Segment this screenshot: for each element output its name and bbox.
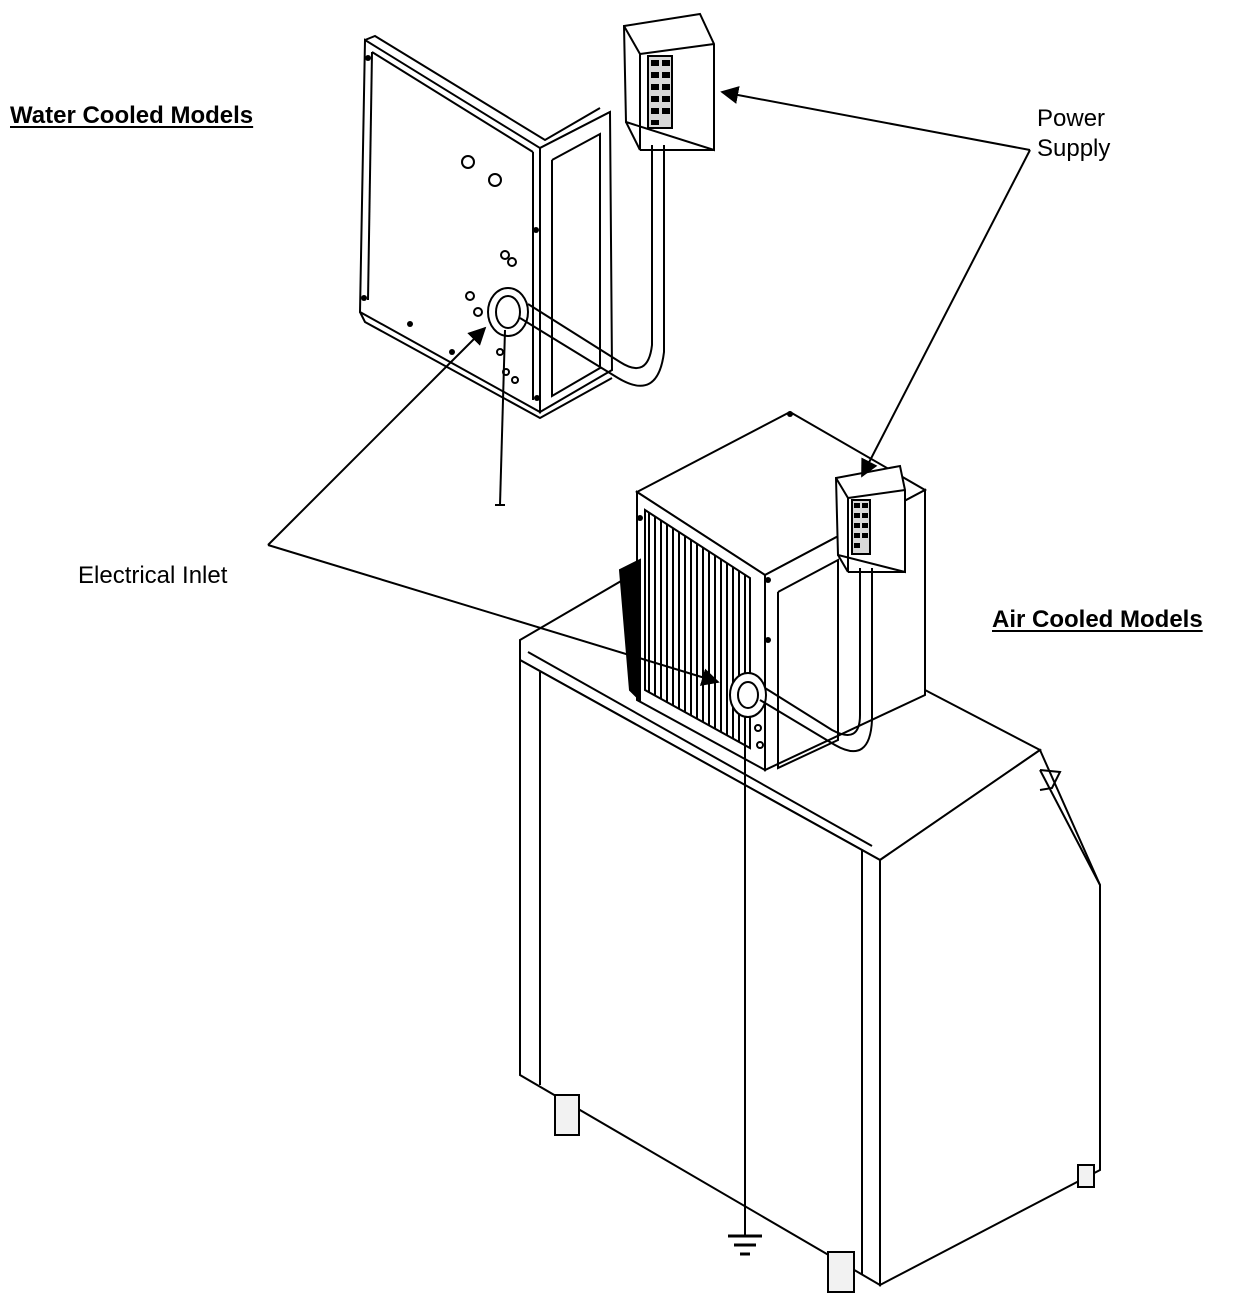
electrical-inlet-label: Electrical Inlet [78, 562, 228, 589]
power-supply-label: Power Supply [1037, 104, 1110, 164]
water-electrical-inlet [487, 287, 529, 337]
air-cooled-models-label: Air Cooled Models [992, 606, 1203, 633]
condenser-grille [644, 508, 751, 750]
water-fittings [461, 155, 519, 384]
power-supply-label-line2: Supply [1037, 135, 1111, 162]
terminal-block-icon [647, 55, 673, 129]
water-cooled-unit [358, 34, 665, 506]
power-supply-box-bottom [834, 464, 906, 574]
water-unit-bolts [361, 55, 540, 401]
air-electrical-inlet [729, 672, 767, 718]
bin-legs [554, 1094, 1095, 1293]
terminal-block-icon [851, 499, 871, 555]
water-unit-side-panel [539, 110, 614, 414]
power-supply-box-top [622, 12, 715, 152]
bin-side [879, 748, 1101, 1287]
arrow-inlet-water [267, 326, 487, 546]
ground-symbol-icon [728, 1234, 762, 1256]
arrow-inlet-air [267, 544, 720, 686]
power-supply-label-line1: Power [1037, 105, 1106, 132]
arrow-power-bottom [861, 149, 1031, 478]
callout-arrows [267, 86, 1031, 686]
arrow-power-top [720, 86, 1031, 151]
water-cooled-models-label: Water Cooled Models [10, 102, 254, 129]
water-unit-back-panel [358, 38, 541, 414]
